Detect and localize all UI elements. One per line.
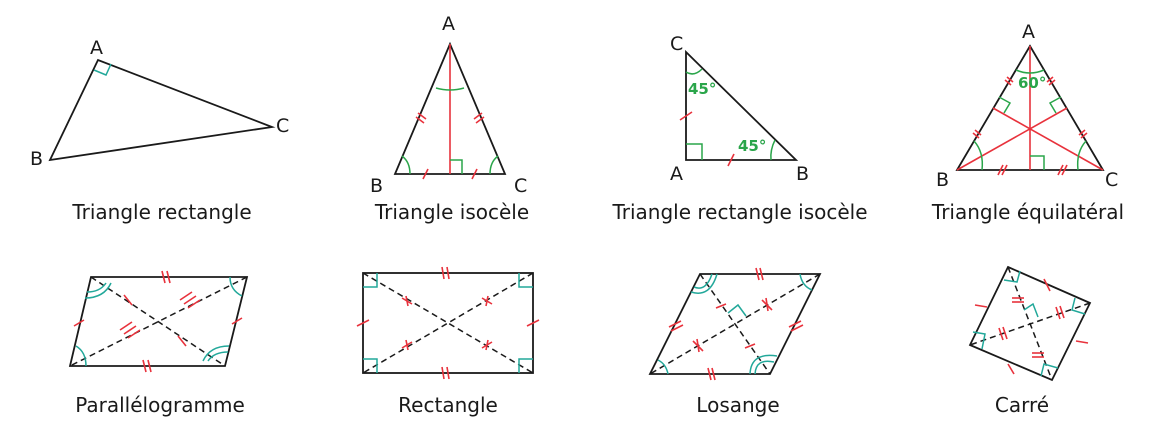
right-angle-mark [93,63,112,76]
caption-parallelogramme: Parallélogramme [75,393,245,417]
losange: Losange [648,267,822,417]
medians [956,46,1104,171]
angle-label-b: 45° [738,137,766,155]
vertex-label-b: B [30,148,43,170]
right-angle-mark [727,303,747,317]
angle-marks [973,69,1087,171]
base-angle-mark-c [489,155,499,175]
apex-angle-mark [435,87,465,91]
equal-length-ticks [73,270,243,373]
angle-marks [75,276,243,367]
triangle-equilateral: 60° A B C Triangle équilatéral [931,21,1124,224]
equal-side-ticks [415,112,485,180]
right-angle-mark [450,159,463,174]
triangle-rectangle-isocele: 45° 45° C A B Triangle rectangle isocèle [611,33,867,224]
vertex-label-c: C [670,33,683,55]
right-angle-marks [363,273,533,373]
equal-length-ticks [668,267,804,381]
vertex-label-a: A [1022,21,1035,43]
right-angle-marks [998,96,1062,170]
vertex-label-b: B [796,163,809,185]
vertex-label-c: C [1105,169,1118,191]
triangle-isocele: A B C Triangle isocèle [370,13,529,224]
equal-length-ticks [356,266,540,380]
equal-side-tick [727,153,735,167]
base-angle-mark-b [401,155,411,175]
rectangle: Rectangle [356,266,540,417]
equal-side-tick [679,111,693,121]
equal-length-ticks [974,278,1089,375]
vertex-label-b: B [370,175,383,197]
corner-right-angle-marks [972,270,1086,377]
angle-marks [657,273,813,375]
caption-losange: Losange [696,393,779,417]
vertex-label-a: A [442,13,455,35]
vertex-label-a: A [90,37,103,59]
vertex-label-b: B [936,169,949,191]
carre: Carré [968,265,1092,417]
angle-mark-b [770,139,776,161]
caption-triangle-equilateral: Triangle équilatéral [931,200,1124,224]
parallelogramme: Parallélogramme [68,270,249,417]
equal-side-ticks [972,76,1088,176]
caption-triangle-rectangle: Triangle rectangle [71,200,251,224]
vertex-label-a: A [670,163,683,185]
caption-rectangle: Rectangle [398,393,498,417]
caption-triangle-isocele: Triangle isocèle [374,200,529,224]
angle-label-c: 45° [688,80,716,98]
caption-triangle-rectangle-isocele: Triangle rectangle isocèle [611,200,867,224]
vertex-label-c: C [514,175,527,197]
triangle-rectangle: A B C Triangle rectangle [30,37,289,224]
right-angle-mark [1023,302,1039,318]
angle-mark-c [685,68,703,75]
angle-label-a: 60° [1018,74,1046,92]
vertex-label-c: C [276,115,289,137]
caption-carre: Carré [995,393,1049,417]
right-angle-mark [686,143,703,160]
